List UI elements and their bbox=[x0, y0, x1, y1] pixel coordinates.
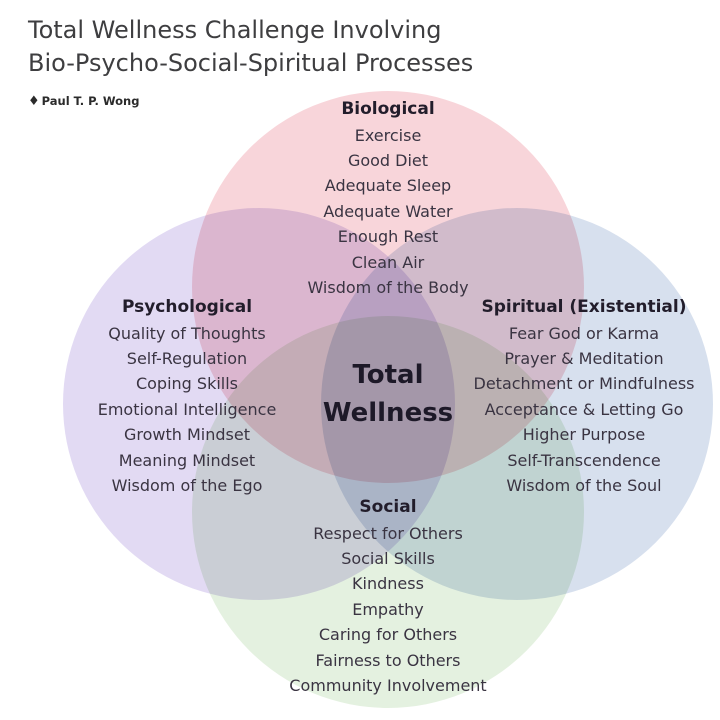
center-label: Total Wellness bbox=[323, 356, 453, 432]
domain-item: Good Diet bbox=[347, 150, 429, 170]
domain-heading-biological: Biological bbox=[341, 99, 435, 119]
domain-item: Meaning Mindset bbox=[118, 450, 256, 470]
domain-item: Exercise bbox=[354, 125, 422, 145]
center-label-line1: Total bbox=[352, 360, 424, 390]
domain-item: Wisdom of the Body bbox=[307, 277, 469, 297]
diamond-icon: ♦ bbox=[28, 93, 40, 109]
attribution: ♦ Paul T. P. Wong bbox=[28, 94, 139, 108]
domain-item: Empathy bbox=[352, 599, 424, 619]
domain-item: Clean Air bbox=[351, 252, 425, 272]
attribution-name: Paul T. P. Wong bbox=[41, 94, 140, 108]
domain-block-psychological: Psychological Quality of Thoughts Self-R… bbox=[98, 295, 277, 498]
domain-item: Quality of Thoughts bbox=[108, 323, 266, 343]
center-label-line2: Wellness bbox=[322, 398, 454, 428]
domain-item: Kindness bbox=[352, 574, 424, 594]
domain-item: Coping Skills bbox=[135, 374, 239, 394]
page-title: Total Wellness Challenge Involving Bio-P… bbox=[28, 14, 473, 80]
domain-item: Emotional Intelligence bbox=[97, 399, 277, 419]
domain-block-spiritual: Spiritual (Existential) Fear God or Karm… bbox=[474, 295, 695, 498]
domain-block-social: Social Respect for Others Social Skills … bbox=[289, 495, 486, 698]
domain-item: Higher Purpose bbox=[522, 425, 646, 445]
domain-heading-psychological: Psychological bbox=[121, 297, 253, 317]
domain-item: Self-Transcendence bbox=[507, 450, 661, 470]
domain-item: Community Involvement bbox=[289, 675, 487, 695]
domain-item: Fairness to Others bbox=[315, 650, 461, 670]
domain-item: Prayer & Meditation bbox=[504, 348, 664, 368]
domain-item: Self-Regulation bbox=[126, 348, 248, 368]
domain-heading-spiritual: Spiritual (Existential) bbox=[481, 297, 687, 317]
page-title-line2: Bio-Psycho-Social-Spiritual Processes bbox=[28, 49, 474, 77]
domain-item: Adequate Water bbox=[323, 201, 453, 221]
domain-item: Social Skills bbox=[341, 548, 435, 568]
page-title-line1: Total Wellness Challenge Involving bbox=[28, 16, 442, 44]
domain-item: Wisdom of the Soul bbox=[506, 475, 662, 495]
venn-circle-social bbox=[192, 316, 584, 708]
domain-item: Fear God or Karma bbox=[508, 323, 660, 343]
domain-item: Detachment or Mindfulness bbox=[473, 374, 695, 394]
domain-item: Wisdom of the Ego bbox=[111, 475, 263, 495]
domain-item: Acceptance & Letting Go bbox=[484, 399, 684, 419]
domain-item: Adequate Sleep bbox=[324, 176, 452, 196]
domain-item: Respect for Others bbox=[313, 523, 463, 543]
domain-item: Growth Mindset bbox=[124, 425, 250, 445]
domain-item: Caring for Others bbox=[318, 625, 458, 645]
domain-heading-social: Social bbox=[359, 497, 417, 517]
domain-block-biological: Biological Exercise Good Diet Adequate S… bbox=[307, 97, 468, 300]
domain-item: Enough Rest bbox=[337, 227, 439, 247]
